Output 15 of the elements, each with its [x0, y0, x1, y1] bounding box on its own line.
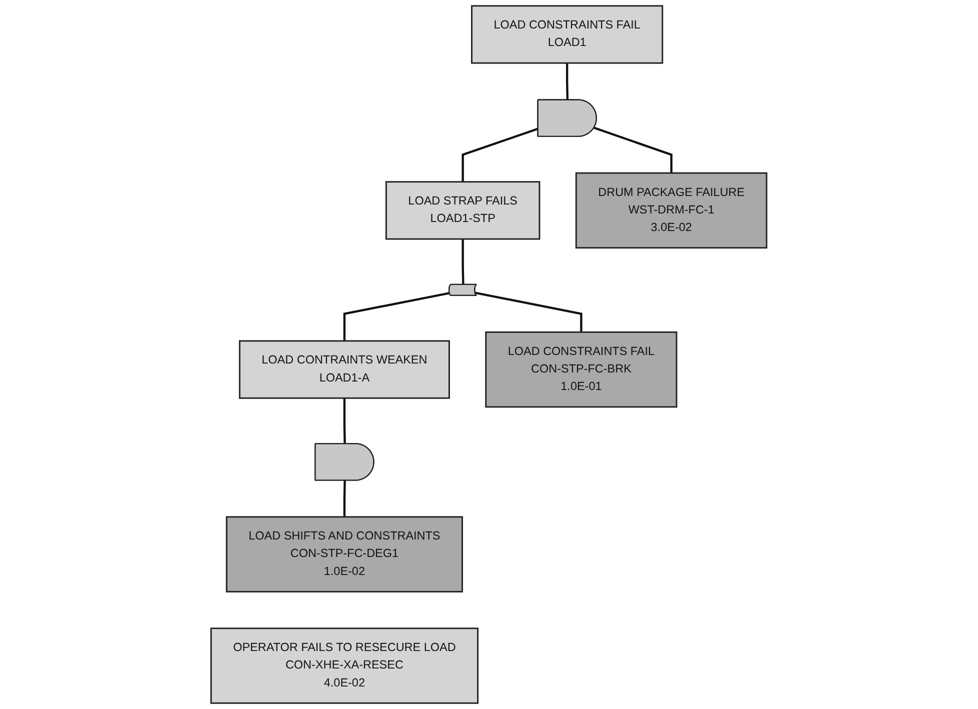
connector [462, 128, 539, 182]
node-box: OPERATOR FAILS TO RESECURE LOAD CON-XHE-XA-RESEC 4.0E-02 [210, 628, 479, 704]
connector [462, 239, 464, 285]
node-box: LOAD CONTRAINTS WEAKEN LOAD1-A [239, 340, 450, 399]
node-box: LOAD CONSTRAINTS FAIL CON-STP-FC-BRK 1.0E-01 [485, 331, 678, 408]
connector [475, 292, 582, 332]
connector [566, 63, 569, 100]
connector [594, 126, 673, 174]
connector [344, 398, 346, 444]
connector [344, 480, 346, 517]
node-box: LOAD CONSTRAINTS FAIL LOAD1 [471, 5, 664, 64]
node-box: DRUM PACKAGE FAILURE WST-DRM-FC-1 3.0E-02 [576, 172, 768, 249]
connector [344, 292, 450, 341]
node-box: LOAD SHIFTS AND CONSTRAINTS CON-STP-FC-DEG1 1.0E-02 [226, 516, 464, 592]
node-box: LOAD STRAP FAILS LOAD1-STP [386, 181, 540, 240]
